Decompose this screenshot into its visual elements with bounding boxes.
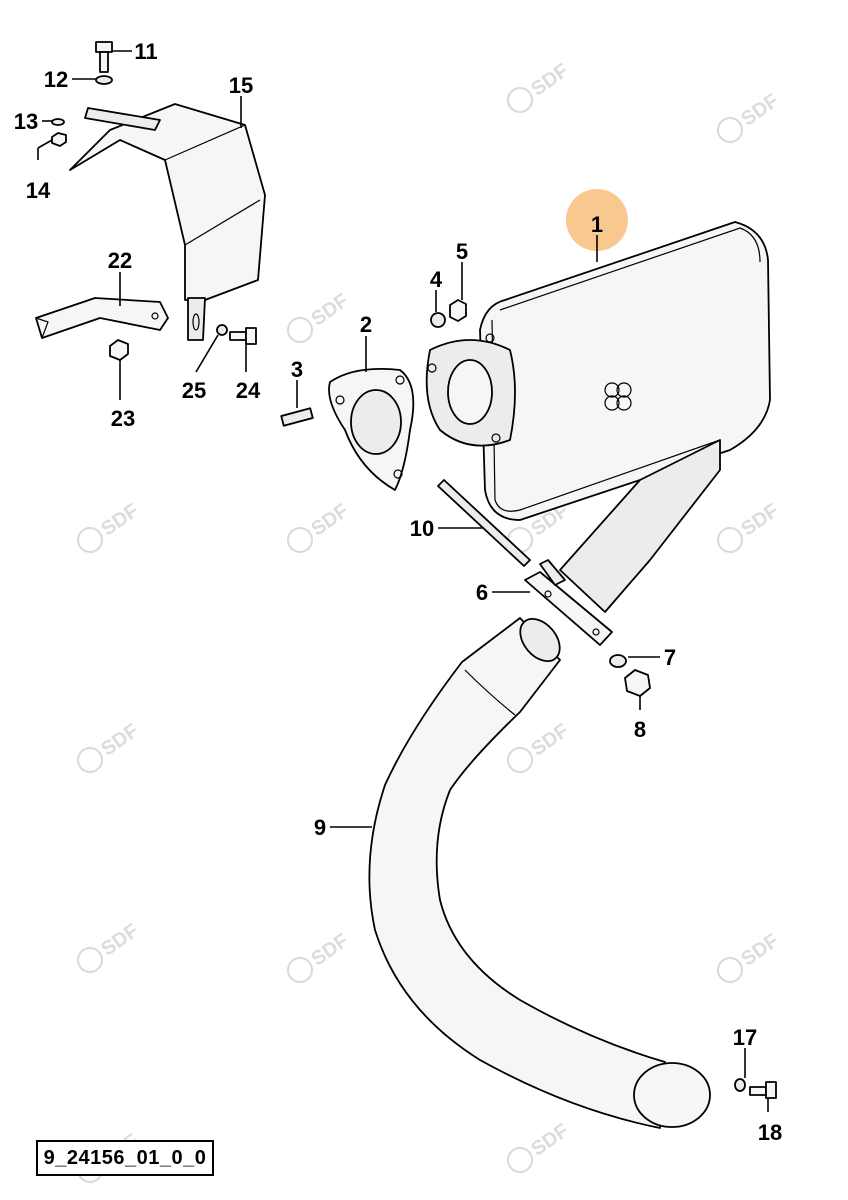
svg-text:SDF: SDF	[737, 90, 782, 131]
callout-12: 12	[44, 67, 68, 92]
callout-2: 2	[360, 312, 372, 337]
part-13-washer	[51, 118, 65, 126]
callout-3: 3	[291, 357, 303, 382]
callout-1: 1	[591, 212, 603, 237]
callout-7: 7	[664, 645, 676, 670]
svg-text:SDF: SDF	[97, 500, 142, 541]
svg-text:SDF: SDF	[307, 500, 352, 541]
part-15-heat-shield	[69, 103, 266, 341]
callout-10: 10	[410, 516, 434, 541]
part-10-long-bolt	[437, 479, 531, 567]
svg-text:SDF: SDF	[737, 500, 782, 541]
part-9-tail-pipe	[368, 617, 711, 1129]
callout-17: 17	[733, 1025, 757, 1050]
callout-18: 18	[758, 1120, 782, 1145]
callout-25: 25	[182, 378, 206, 403]
callout-8: 8	[634, 717, 646, 742]
callout-6: 6	[476, 580, 488, 605]
part-24-bolt	[229, 327, 257, 345]
callout-22: 22	[108, 248, 132, 273]
callout-9: 9	[314, 815, 326, 840]
callout-4: 4	[430, 267, 443, 292]
part-7-washer	[609, 654, 627, 668]
svg-text:SDF: SDF	[307, 290, 352, 331]
part-22-bracket	[35, 297, 169, 339]
part-25-washer	[216, 324, 228, 336]
svg-text:SDF: SDF	[97, 920, 142, 961]
drawing-reference-label: 9_24156_01_0_0	[36, 1140, 214, 1176]
callout-13: 13	[14, 109, 38, 134]
part-2-gasket	[328, 367, 415, 491]
callout-1-highlight	[566, 189, 628, 251]
svg-text:SDF: SDF	[97, 720, 142, 761]
part-6-clamp	[524, 559, 613, 646]
part-8-nut	[624, 669, 651, 697]
callout-11: 11	[134, 39, 157, 64]
leader-lines	[37, 50, 769, 1112]
svg-text:SDF: SDF	[527, 1120, 572, 1161]
callout-24: 24	[236, 378, 261, 403]
callout-23: 23	[111, 406, 135, 431]
part-1-muffler	[425, 221, 771, 613]
part-23-nut	[109, 339, 129, 361]
svg-text:SDF: SDF	[527, 60, 572, 101]
part-11-bolt	[95, 41, 113, 73]
part-5-nut	[449, 299, 467, 322]
part-3-stud	[280, 407, 314, 427]
callout-5: 5	[456, 239, 468, 264]
callout-labels: 1 2 3 4 5 6 7 8 9 10 11 12 13 14 15 17 1…	[14, 39, 782, 1145]
brand-logo-icon	[604, 382, 632, 411]
part-18-bolt	[749, 1081, 777, 1099]
svg-text:SDF: SDF	[307, 930, 352, 971]
part-14-nut	[51, 132, 67, 147]
part-12-washer	[95, 75, 113, 85]
svg-text:SDF: SDF	[527, 720, 572, 761]
part-17-washer	[734, 1078, 746, 1092]
svg-text:SDF: SDF	[737, 930, 782, 971]
callout-14: 14	[26, 178, 51, 203]
callout-15: 15	[229, 73, 253, 98]
part-4-washer	[430, 312, 446, 328]
